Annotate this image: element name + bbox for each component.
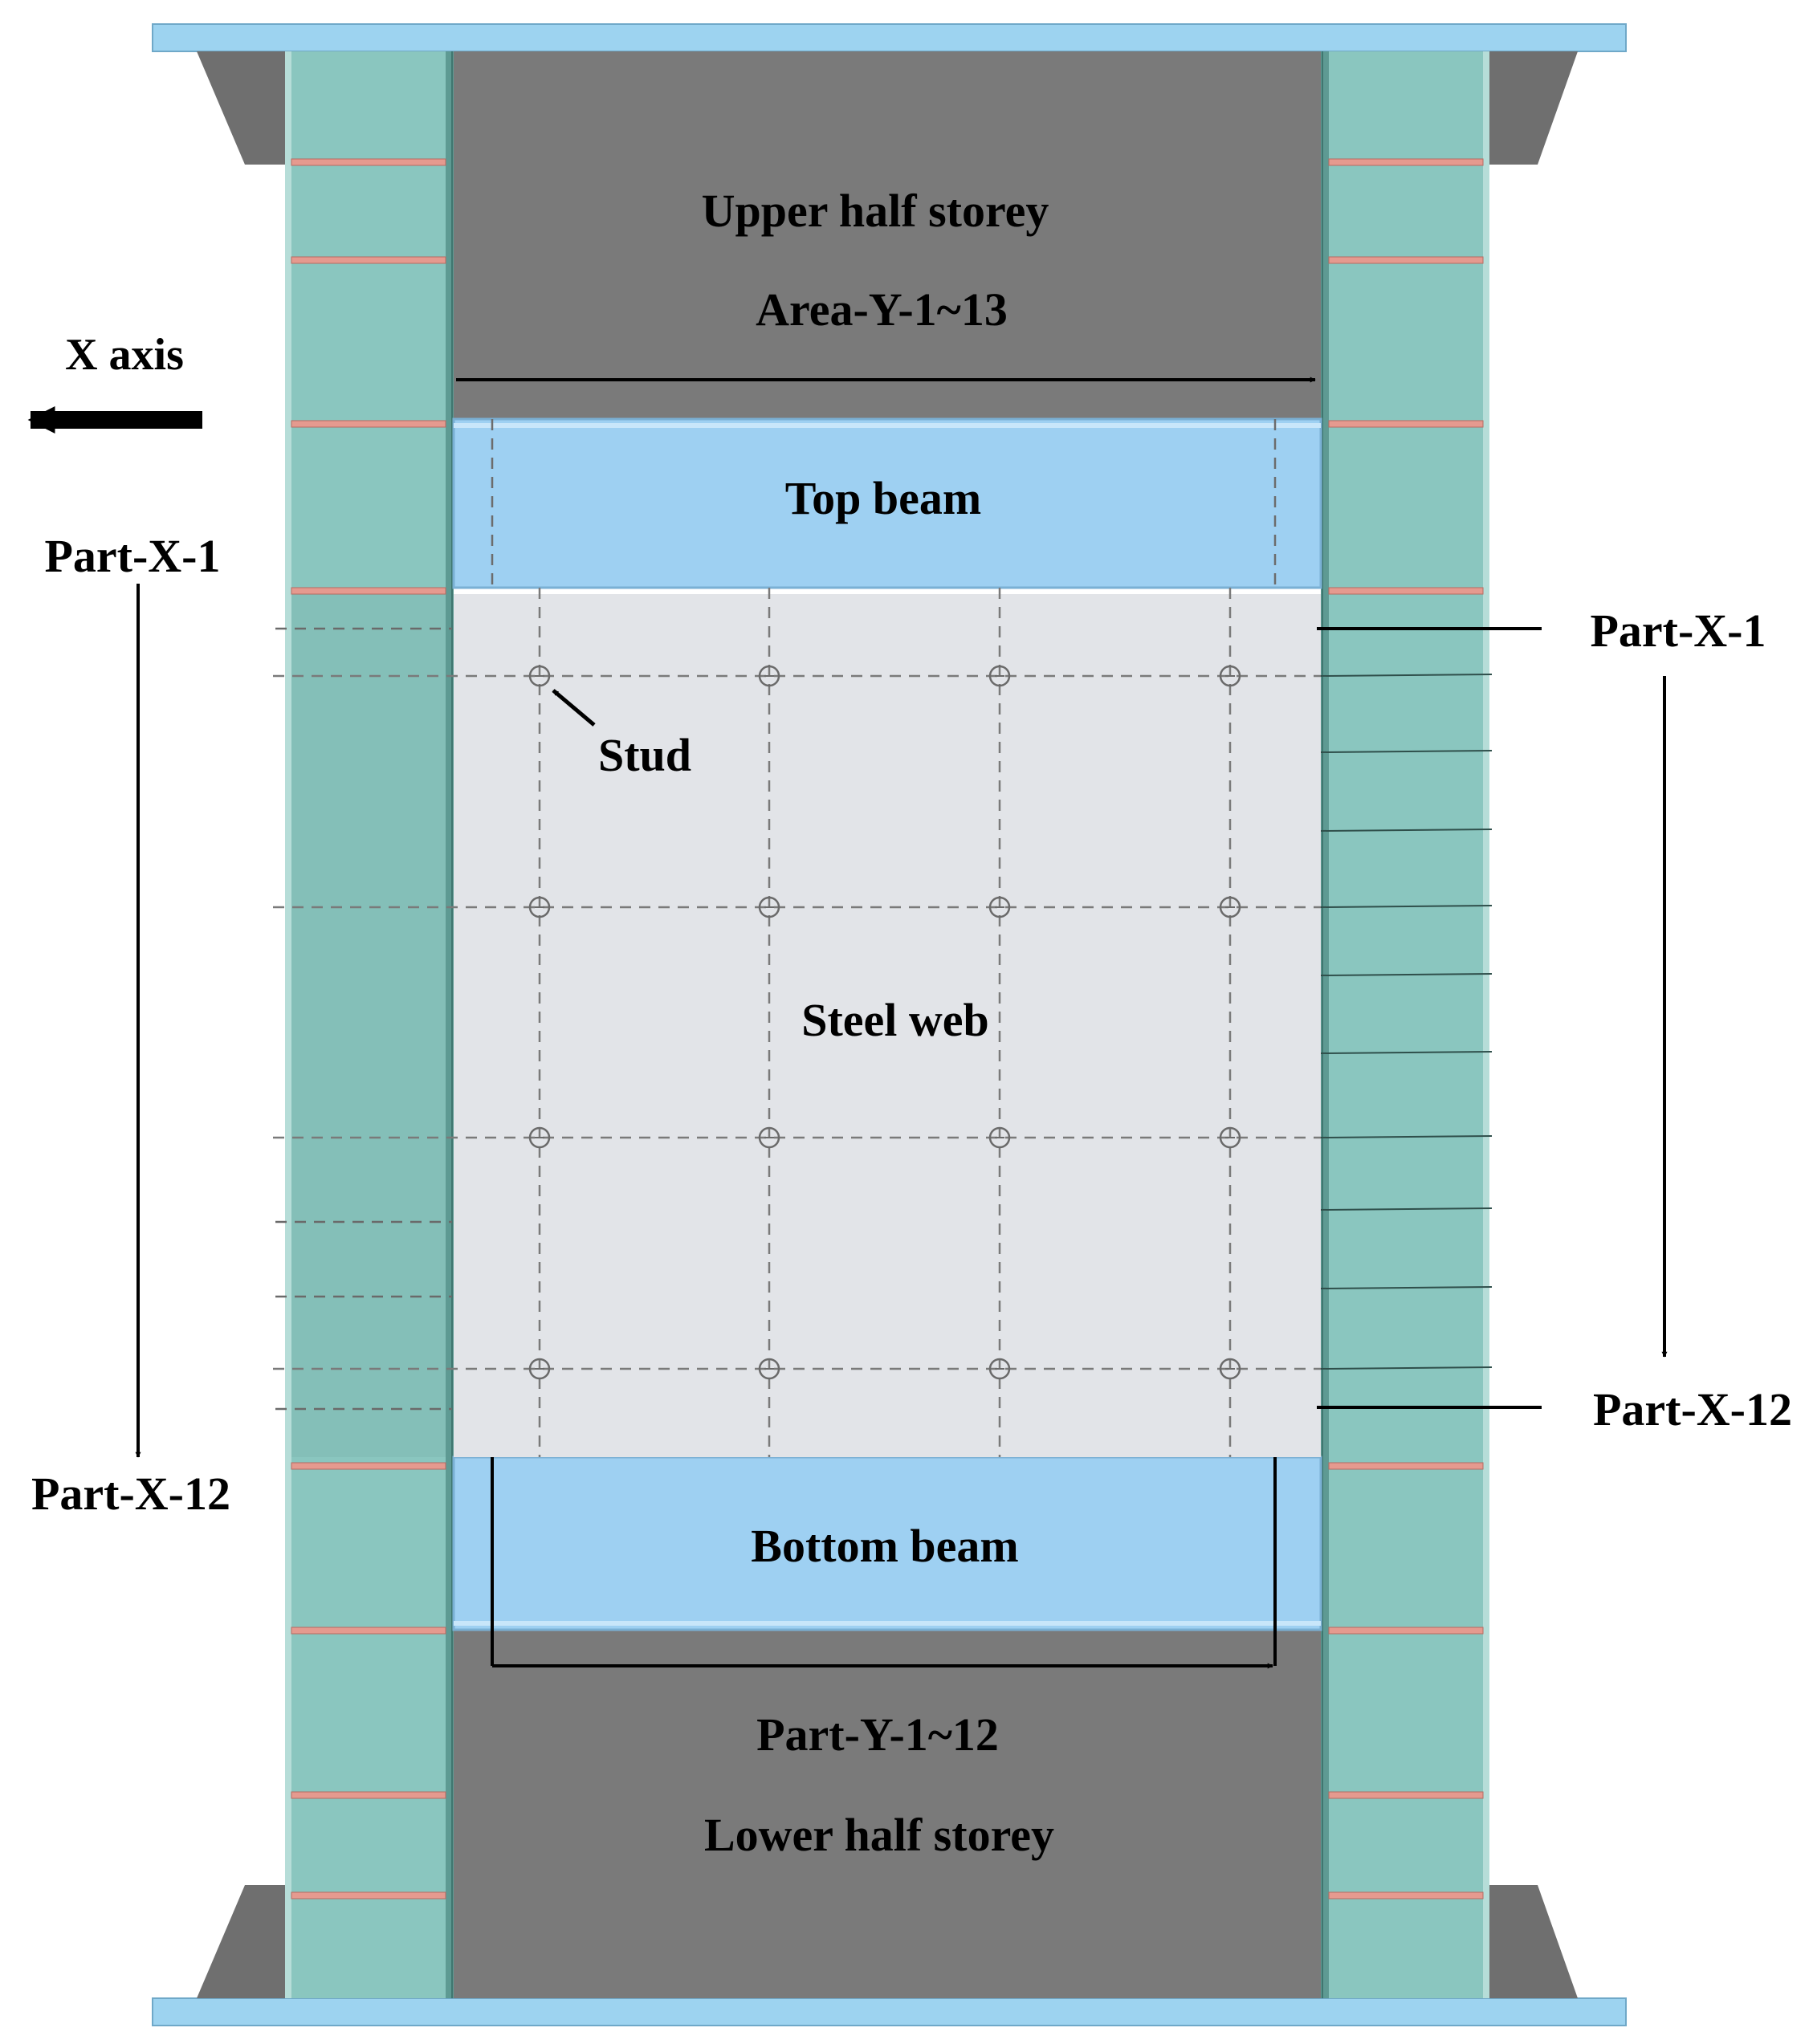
upper-half-storey — [454, 51, 1321, 419]
right-part-x-12-label: Part-X-12 — [1593, 1383, 1792, 1435]
right-stiffener — [1328, 256, 1484, 264]
stud-icon — [528, 665, 551, 687]
right-column — [1321, 51, 1489, 1998]
bottom-beam-label: Bottom beam — [751, 1520, 1018, 1572]
right-stiffener — [1328, 1791, 1484, 1799]
stud-icon — [758, 1126, 780, 1149]
left-stiffener — [291, 1627, 446, 1635]
bottom-end-plate — [152, 1997, 1627, 2026]
right-stiffener — [1328, 158, 1484, 166]
right-stiffener — [1328, 420, 1484, 428]
stud-icon — [758, 896, 780, 918]
right-column-part-line — [1320, 1207, 1493, 1211]
top-beam — [452, 417, 1322, 589]
stud-icon — [988, 896, 1011, 918]
left-part-x-12-label: Part-X-12 — [31, 1468, 230, 1520]
left-column-web-region — [291, 594, 446, 1457]
stud-icon — [528, 1126, 551, 1149]
stud-icon — [528, 896, 551, 918]
stud-icon — [988, 1358, 1011, 1380]
stud-pointer-arrow — [552, 689, 596, 727]
upper-half-storey-label: Upper half storey — [702, 185, 1049, 237]
stud-grid — [273, 588, 1321, 1457]
stud-icon — [758, 1358, 780, 1380]
top-beam-label: Top beam — [785, 472, 981, 524]
left-stiffener — [291, 256, 446, 264]
stud-icon — [988, 665, 1011, 687]
left-stiffener — [291, 1791, 446, 1799]
top-right-haunch — [1489, 51, 1578, 165]
right-part-x-1-label: Part-X-1 — [1590, 605, 1766, 657]
left-stiffener — [291, 587, 446, 595]
steel-web-label: Steel web — [801, 994, 989, 1046]
left-stiffener — [291, 158, 446, 166]
stud-icon — [528, 1358, 551, 1380]
area-y-label: Area-Y-1~13 — [756, 283, 1008, 336]
right-column-part-line — [1320, 1366, 1493, 1370]
right-column-part-line — [1320, 829, 1493, 832]
right-stiffener — [1328, 1891, 1484, 1899]
stud-icon — [1219, 896, 1241, 918]
lower-half-storey-label: Lower half storey — [704, 1809, 1054, 1861]
top-left-haunch — [197, 51, 285, 165]
right-stiffener — [1328, 587, 1484, 595]
left-stiffener — [291, 420, 446, 428]
stud-icon — [1219, 665, 1241, 687]
right-column-part-line — [1320, 674, 1493, 677]
right-column-part-line — [1320, 905, 1493, 908]
column-stiffeners — [291, 158, 1484, 1899]
bottom-beam — [452, 1456, 1322, 1631]
right-column-part-line — [1320, 1135, 1493, 1138]
stud-icon — [1219, 1358, 1241, 1380]
right-column-part-line — [1320, 1286, 1493, 1289]
right-stiffener — [1328, 1462, 1484, 1470]
stud-icon — [758, 665, 780, 687]
right-column-part-line — [1320, 750, 1493, 753]
top-end-plate — [152, 23, 1627, 52]
left-stiffener — [291, 1462, 446, 1470]
bottom-right-haunch — [1489, 1885, 1578, 1998]
right-stiffener — [1328, 1627, 1484, 1635]
right-column-part-line — [1320, 1051, 1493, 1054]
right-column-part-line — [1320, 973, 1493, 976]
stud-icon — [988, 1126, 1011, 1149]
stud-icon — [1219, 1126, 1241, 1149]
steel-web — [454, 594, 1321, 1457]
stud-label: Stud — [598, 729, 691, 781]
part-y-label: Part-Y-1~12 — [756, 1708, 999, 1761]
left-part-x-1-label: Part-X-1 — [44, 530, 220, 582]
lower-half-storey — [454, 1630, 1321, 1998]
x-axis-label: X axis — [65, 330, 184, 380]
left-stiffener — [291, 1891, 446, 1899]
bottom-left-haunch — [197, 1885, 285, 1998]
right-column-part-lines — [1320, 674, 1493, 1370]
